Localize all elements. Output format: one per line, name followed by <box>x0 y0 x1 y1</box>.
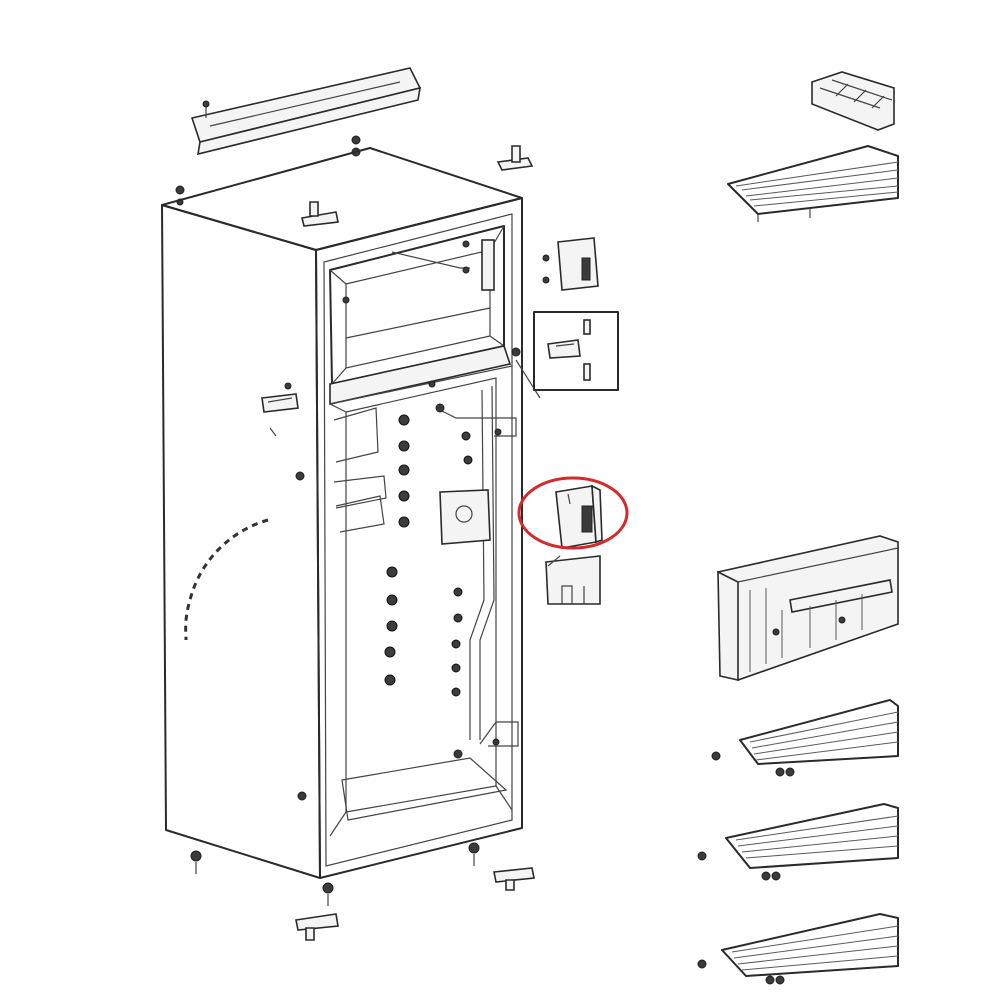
refrigerator-cabinet <box>161 147 523 879</box>
fridge-wire-shelf-1 <box>711 699 899 777</box>
side-hinge <box>261 382 307 801</box>
thermostat-cover <box>545 555 601 605</box>
highlight-circle <box>517 476 629 550</box>
fridge-compartment <box>329 377 513 837</box>
crisper-drawer <box>717 535 899 682</box>
shelf-support-holes <box>384 414 473 697</box>
top-hinge-bracket <box>301 145 534 227</box>
top-hinge-cover <box>190 67 422 156</box>
ice-tray <box>811 71 895 131</box>
drain-hose <box>184 518 269 641</box>
thermostat-control-unit[interactable] <box>555 484 603 549</box>
fridge-wire-shelf-3 <box>697 913 899 985</box>
bottom-hinge-brackets <box>295 867 535 941</box>
upper-hinge-block <box>542 237 599 291</box>
freezer-wire-shelf <box>727 145 899 222</box>
top-screws <box>175 135 361 206</box>
compartment-divider <box>329 345 521 405</box>
fridge-wire-shelf-2 <box>697 803 899 881</box>
detail-inset <box>533 311 619 391</box>
bottom-feet <box>190 842 480 906</box>
internal-leaders <box>435 359 541 759</box>
